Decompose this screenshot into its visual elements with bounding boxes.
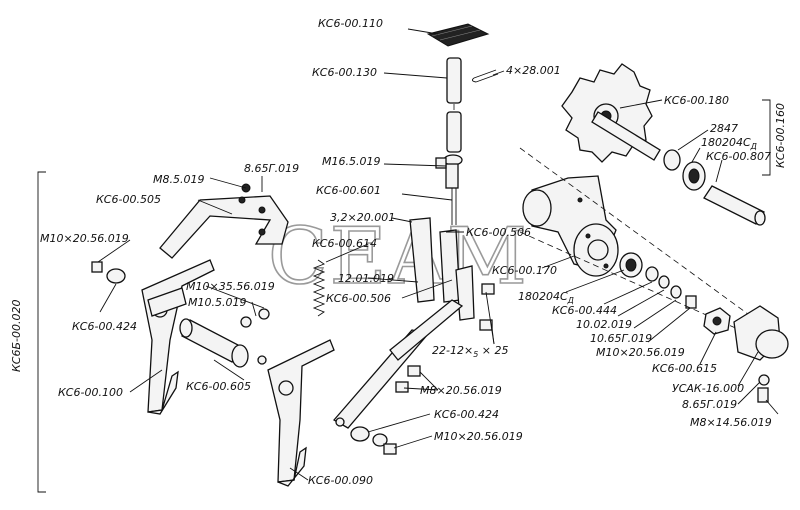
label-arm-100: КС6-00.100 bbox=[58, 386, 123, 399]
housing bbox=[522, 175, 619, 277]
cap-assembly bbox=[703, 305, 789, 403]
label-rod-601: КС6-00.601 bbox=[316, 184, 381, 197]
leader-lines bbox=[97, 28, 779, 481]
label-pin-shaft: КС6-00.130 bbox=[312, 66, 377, 79]
label-link-506-top: КС6-00.506 bbox=[466, 226, 531, 239]
label-bolt-m8-20: М8×20.56.019 bbox=[420, 384, 502, 397]
sprocket-hardware bbox=[663, 149, 766, 226]
cotter-pin bbox=[471, 69, 499, 83]
label-washer-8-65: 8.65Г.019 bbox=[244, 162, 299, 175]
label-assembly-020: КС6Б-00.020 bbox=[10, 300, 23, 373]
sprocket bbox=[561, 63, 661, 163]
label-bolt-m8-14: М8×14.56.019 bbox=[690, 416, 772, 429]
label-spring-614: КС6-00.614 bbox=[312, 237, 377, 250]
assembly-160-bracket bbox=[762, 99, 771, 176]
label-lever-505: КС6-00.505 bbox=[96, 193, 161, 206]
fasteners bbox=[91, 157, 495, 455]
label-nut-m8: М8.5.019 bbox=[153, 173, 204, 186]
arm-left bbox=[141, 259, 215, 415]
arm-right bbox=[267, 339, 335, 487]
spring bbox=[312, 259, 326, 317]
label-ks6-807: КС6-00.807 bbox=[706, 150, 771, 163]
label-bolt-m10-20-right: М10×20.56.019 bbox=[596, 346, 685, 359]
label-housing-170: КС6-00.170 bbox=[492, 264, 557, 277]
axis-line-lower bbox=[519, 231, 741, 331]
label-pin-3-2: 3,2×20.001 bbox=[330, 211, 395, 224]
label-washer-8-65-b: 8.65Г.019 bbox=[682, 398, 737, 411]
label-link-506-mid: КС6-00.506 bbox=[326, 292, 391, 305]
label-assembly-160: КС6-00.160 bbox=[774, 103, 787, 168]
label-washer-10-02: 10.02.019 bbox=[576, 318, 632, 331]
label-pin-22-12: 22-12×5 × 25 bbox=[432, 344, 509, 359]
label-cotter-pin: 4×28.001 bbox=[506, 64, 561, 77]
lever bbox=[159, 183, 289, 259]
housing-hardware bbox=[619, 252, 697, 309]
label-washer-12: 12.01.019 bbox=[338, 272, 394, 285]
label-nut-m10: М10.5.019 bbox=[188, 296, 246, 309]
label-bearing-180204-b: 180204СД bbox=[518, 290, 574, 305]
axis-line-upper bbox=[519, 147, 771, 331]
label-bush-605: КС6-00.605 bbox=[186, 380, 251, 393]
label-washer-10-65: 10.65Г.019 bbox=[590, 332, 652, 345]
pedal-pad bbox=[426, 23, 490, 47]
label-pedal-pad: КС6-00.110 bbox=[318, 17, 383, 30]
label-spacer-444: КС6-00.444 bbox=[552, 304, 617, 317]
label-sprocket: КС6-00.180 bbox=[664, 94, 729, 107]
label-bearing-180204: 180204СД bbox=[701, 136, 757, 151]
label-bolt-m10-20-top: М10×20.56.019 bbox=[40, 232, 129, 245]
assembly-020-bracket bbox=[37, 171, 46, 493]
connecting-link bbox=[332, 299, 464, 429]
label-arm-090: КС6-00.090 bbox=[308, 474, 373, 487]
label-nut-m16: М16.5.019 bbox=[322, 155, 380, 168]
label-cap-usak: УСАК-16.000 bbox=[672, 382, 744, 395]
label-bolt-m10-35: М10×35.56.019 bbox=[186, 280, 275, 293]
label-nut-615: КС6-00.615 bbox=[652, 362, 717, 375]
label-ring-2847: 2847 bbox=[710, 122, 738, 135]
rod bbox=[443, 154, 463, 225]
label-washer-424-bottom: КС6-00.424 bbox=[434, 408, 499, 421]
pin-shaft bbox=[446, 57, 462, 153]
bush bbox=[179, 308, 270, 368]
label-bolt-m10-20-bottom: М10×20.56.019 bbox=[434, 430, 523, 443]
label-washer-424-left: КС6-00.424 bbox=[72, 320, 137, 333]
